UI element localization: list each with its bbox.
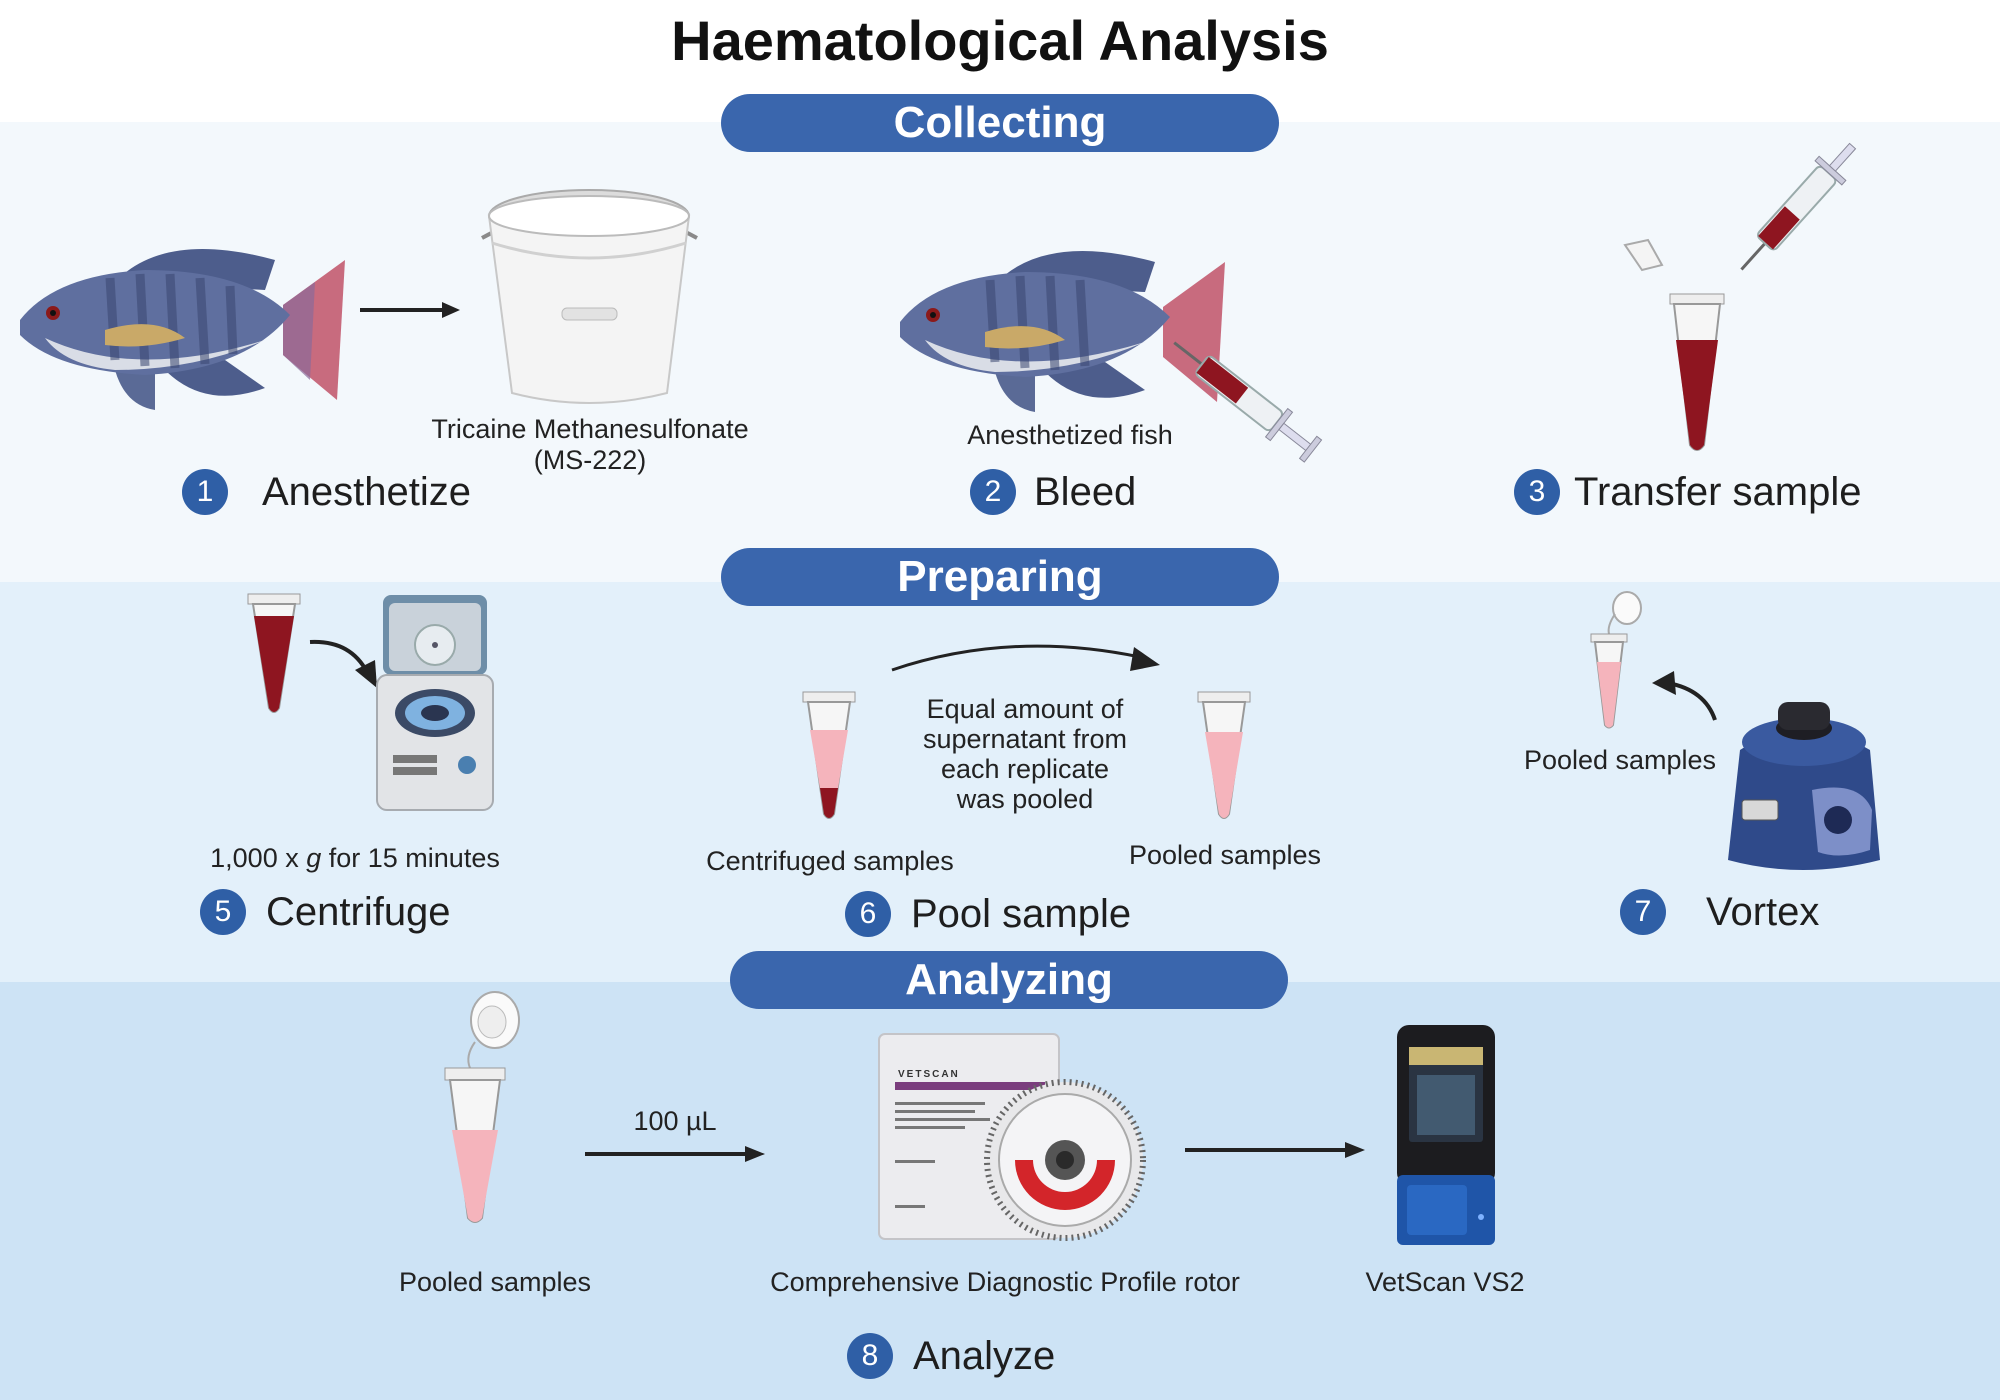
step-number-badge: 8 — [847, 1333, 893, 1379]
centrifuge-speed-unit: g — [306, 843, 322, 873]
centrifuge-speed-label: 1,000 x g for 15 minutes — [200, 843, 510, 874]
centrifuge-icon — [376, 595, 494, 811]
step-number-badge: 6 — [845, 891, 891, 937]
step-label: Transfer sample — [1574, 469, 1862, 514]
arrow-icon — [585, 1146, 765, 1162]
step-label: Vortex — [1706, 889, 1820, 934]
arrow-icon — [1185, 1142, 1365, 1158]
step-3-transfer-sample: 3 Transfer sample — [1514, 469, 1862, 515]
syringe-icon — [1173, 341, 1323, 463]
step-number-badge: 1 — [182, 469, 228, 515]
tricaine-label-line2: (MS-222) — [533, 445, 647, 475]
stage-collecting-header: Collecting — [721, 94, 1279, 152]
anesthetized-fish-label: Anesthetized fish — [967, 420, 1173, 450]
rotor-brand-text: VETSCAN — [898, 1069, 960, 1080]
step-label: Pool sample — [911, 891, 1132, 936]
step-7-vortex: 7 Vortex — [1620, 889, 1819, 935]
tricaine-label-line1: Tricaine Methanesulfonate — [431, 414, 749, 444]
rotor-label: Comprehensive Diagnostic Profile rotor — [770, 1267, 1240, 1297]
pooled-samples-label: Pooled samples — [1523, 745, 1717, 775]
anesthetized-fish-illustration — [900, 251, 1225, 412]
step-number-badge: 3 — [1514, 469, 1560, 515]
curved-arrow-icon — [891, 644, 1160, 672]
stage-analyzing-header: Analyzing — [730, 951, 1288, 1009]
analyzer-label: VetScan VS2 — [1365, 1267, 1525, 1297]
step-1-anesthetize: 1 Anesthetize — [182, 469, 471, 515]
open-tube-icon — [1590, 591, 1642, 729]
step-label: Bleed — [1034, 469, 1137, 514]
fish-illustration — [20, 249, 345, 410]
pooled-tube-icon — [1197, 691, 1251, 819]
step-2-bleed: 2 Bleed — [970, 469, 1136, 515]
rotor-package-icon — [878, 1033, 1146, 1241]
centrifuge-duration: for 15 minutes — [321, 843, 500, 873]
centrifuged-tube-icon — [802, 691, 856, 819]
volume-label: 100 µL — [633, 1106, 717, 1136]
open-tube-icon — [444, 991, 520, 1223]
centrifuged-samples-label: Centrifuged samples — [706, 846, 954, 876]
bucket-icon — [481, 189, 698, 404]
arrow-icon — [360, 302, 460, 318]
step-number-badge: 5 — [200, 889, 246, 935]
stage-preparing-header: Preparing — [721, 548, 1279, 606]
step-6-pool-sample: 6 Pool sample — [845, 891, 1131, 937]
pool-description-line3: each replicate — [940, 754, 1110, 784]
pool-description-line2: supernatant from — [922, 724, 1128, 754]
blood-tube-icon — [247, 593, 301, 713]
step-8-analyze: 8 Analyze — [847, 1333, 1055, 1379]
step-label: Analyze — [913, 1333, 1056, 1378]
curved-arrow-icon — [309, 639, 377, 688]
step-number-badge: 2 — [970, 469, 1016, 515]
curved-arrow-icon — [1652, 671, 1717, 721]
blood-tube-icon — [1623, 238, 1725, 451]
pool-description-line4: was pooled — [956, 784, 1094, 814]
step-label: Anesthetize — [262, 469, 472, 514]
syringe-transfer-icon — [1740, 142, 1857, 271]
pooled-samples-label: Pooled samples — [398, 1267, 592, 1297]
analyzer-icon — [1397, 1025, 1495, 1245]
pooled-samples-label: Pooled samples — [1128, 840, 1322, 870]
step-number-badge: 7 — [1620, 889, 1666, 935]
centrifuge-speed-value: 1,000 x — [210, 843, 307, 873]
step-label: Centrifuge — [266, 889, 451, 934]
page-title: Haematological Analysis — [671, 9, 1329, 72]
vortex-mixer-icon — [1728, 702, 1880, 870]
step-5-centrifuge: 5 Centrifuge — [200, 889, 451, 935]
pool-description-line1: Equal amount of — [926, 694, 1124, 724]
